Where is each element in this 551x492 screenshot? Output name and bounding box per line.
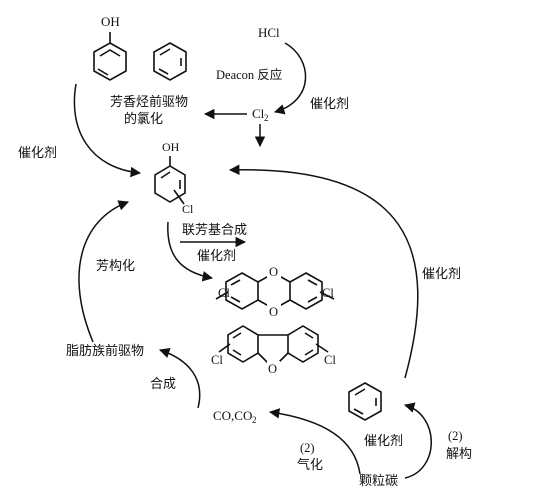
gasification-label: 气化 [297, 457, 323, 473]
gasification-arrow [268, 408, 361, 475]
dioxin-o-bottom-label: O [269, 305, 278, 319]
svg-text:Cl: Cl [252, 106, 265, 121]
dioxin-cl-left-label: Cl [218, 286, 230, 300]
hcl-label: HCl [258, 25, 280, 40]
chlorophenol-oh-label: OH [162, 140, 180, 154]
pcdd-structure: O O Cl Cl [215, 263, 335, 319]
phenol-oh-label: OH [101, 14, 120, 29]
aliphatic-precursor-label: 脂肪族前驱物 [66, 343, 144, 359]
catalyst-label-right: 催化剂 [422, 267, 461, 282]
catalyst-label-bottom: 催化剂 [364, 434, 403, 449]
dioxin-cl-right-label: Cl [322, 286, 334, 300]
aromatization-arrow [78, 200, 129, 343]
co-co2-label: CO,CO 2 [213, 408, 257, 425]
catalyst-label-biaryl: 催化剂 [197, 249, 236, 264]
dioxin-o-top-label: O [269, 265, 278, 279]
decomposition-arrow [403, 402, 432, 479]
deacon-reaction-label: Deacon 反应 [216, 67, 282, 82]
precursor-chlorination-label-line1: 芳香烃前驱物 [110, 94, 188, 110]
particulate-carbon-label: 颗粒碳 [359, 474, 398, 489]
dioxin-o-top-mask [267, 263, 281, 279]
chlorination-to-chlorophenol-arrow [73, 83, 142, 178]
biaryl-synthesis-label: 联芳基合成 [182, 223, 247, 238]
svg-text:CO,CO: CO,CO [213, 408, 252, 423]
chlorophenol-to-dioxin-arrow [167, 221, 214, 282]
chlorophenol-structure: OH Cl [154, 140, 194, 216]
synthesis-arrow [159, 348, 201, 409]
benzene-structure-top [153, 42, 187, 81]
synthesis-label: 合成 [150, 377, 176, 392]
catalyst-label-deacon: 催化剂 [310, 97, 349, 112]
svg-text:2: 2 [264, 113, 269, 123]
dioxin-o-bottom-mask [267, 303, 281, 319]
decomposition-number: (2) [448, 429, 463, 443]
furan-cl-right-label: Cl [324, 353, 336, 367]
catalyst-label-left: 催化剂 [18, 146, 57, 161]
deacon-arrow [273, 42, 307, 115]
decomposition-label: 解构 [446, 447, 472, 462]
precursor-chlorination-label-line2: 的氯化 [124, 111, 163, 127]
chlorophenol-cl-label: Cl [182, 202, 194, 216]
furan-o-label: O [268, 362, 277, 376]
aromatization-label: 芳构化 [96, 259, 135, 274]
cl2-label: Cl 2 [252, 106, 269, 123]
furan-o-mask [267, 361, 280, 376]
pcdf-structure: O Cl Cl [211, 325, 336, 376]
phenol-structure: OH [93, 14, 127, 81]
gasification-number: (2) [300, 441, 315, 455]
benzene-to-chlorophenol-arrow [228, 164, 419, 379]
svg-text:2: 2 [252, 415, 257, 425]
benzene-structure-bottom [348, 382, 382, 421]
furan-cl-left-label: Cl [211, 353, 223, 367]
